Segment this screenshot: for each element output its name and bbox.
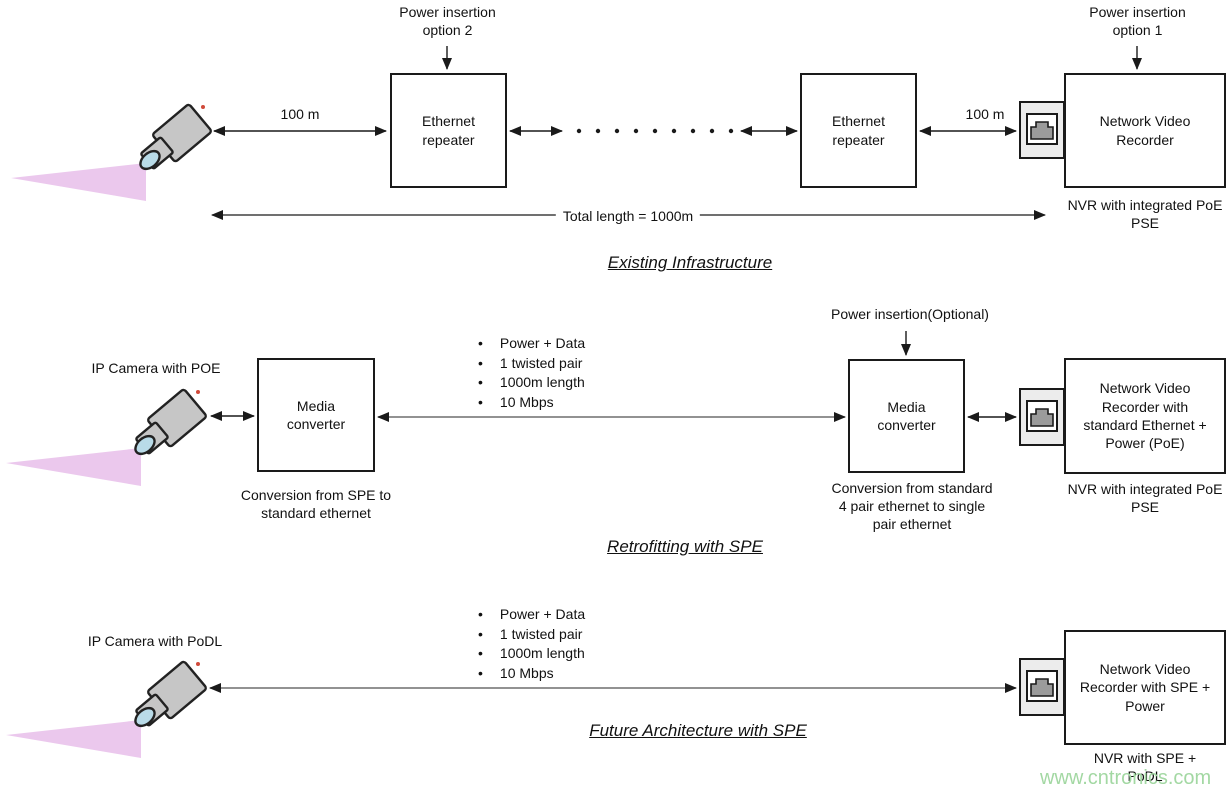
camera-label-row3: IP Camera with PoDL [87,633,223,649]
media-converter-1-box: Media converter [257,358,375,472]
ethernet-repeater-2-box: Ethernet repeater [800,73,917,188]
power-insertion-optional-label: Power insertion(Optional) [831,306,989,322]
ethernet-port-icon [1019,388,1065,446]
media-converter-2-caption: Conversion from standard 4 pair ethernet… [831,480,993,532]
spe-feature-list-row2: Power + Data 1 twisted pair 1000m length… [478,334,585,412]
nvr-caption-row3: NVR with SPE + PoDL [1093,750,1197,784]
nvr-caption-row2: NVR with integrated PoE PSE [1067,481,1223,515]
nvr-caption-row1: NVR with integrated PoE PSE [1067,197,1223,231]
distance-label: 100 m [280,106,320,122]
nvr-box-row1: Network Video Recorder [1064,73,1226,188]
total-length-label: Total length = 1000m [555,208,701,224]
ethernet-port-icon [1019,101,1065,159]
ip-camera-icon [4,387,209,488]
bullet-item: 10 Mbps [478,664,585,684]
distance-label: 100 m [965,106,1005,122]
nvr-box-row3: Network Video Recorder with SPE + Power [1064,630,1226,745]
spe-feature-list-row3: Power + Data 1 twisted pair 1000m length… [478,605,585,683]
section-title-retrofitting-with-spe: Retrofitting with SPE [607,537,763,556]
bullet-item: 1 twisted pair [478,354,585,374]
nvr-label: Network Video Recorder [1099,113,1191,148]
bullet-item: Power + Data [478,334,585,354]
section-title-existing-infrastructure: Existing Infrastructure [607,253,773,272]
bullet-item: Power + Data [478,605,585,625]
ethernet-repeater-label: Ethernet repeater [832,113,885,148]
power-insertion-option1-label: Power insertion option 1 [1089,4,1186,38]
power-insertion-option2-label: Power insertion option 2 [399,4,496,38]
camera-label-row2: IP Camera with POE [91,360,221,376]
ip-camera-icon [9,102,214,203]
nvr-box-row2: Network Video Recorder with standard Eth… [1064,358,1226,474]
bullet-item: 10 Mbps [478,393,585,413]
nvr-label: Network Video Recorder with standard Eth… [1083,380,1207,452]
ethernet-repeater-label: Ethernet repeater [422,113,475,148]
media-converter-label: Media converter [286,397,346,432]
bullet-item: 1000m length [478,644,585,664]
media-converter-2-box: Media converter [848,359,965,473]
watermark: www.cntronics.com [1040,767,1212,789]
ethernet-repeater-1-box: Ethernet repeater [390,73,507,188]
bullet-item: 1 twisted pair [478,625,585,645]
bullet-item: 1000m length [478,373,585,393]
media-converter-label: Media converter [877,398,936,433]
repeater-chain-ellipsis [576,128,734,134]
ethernet-port-icon [1019,658,1065,716]
media-converter-1-caption: Conversion from SPE to standard ethernet [240,487,392,521]
section-title-future-architecture: Future Architecture with SPE [589,721,807,740]
nvr-label: Network Video Recorder with SPE + Power [1079,660,1211,714]
ip-camera-icon [4,659,209,760]
